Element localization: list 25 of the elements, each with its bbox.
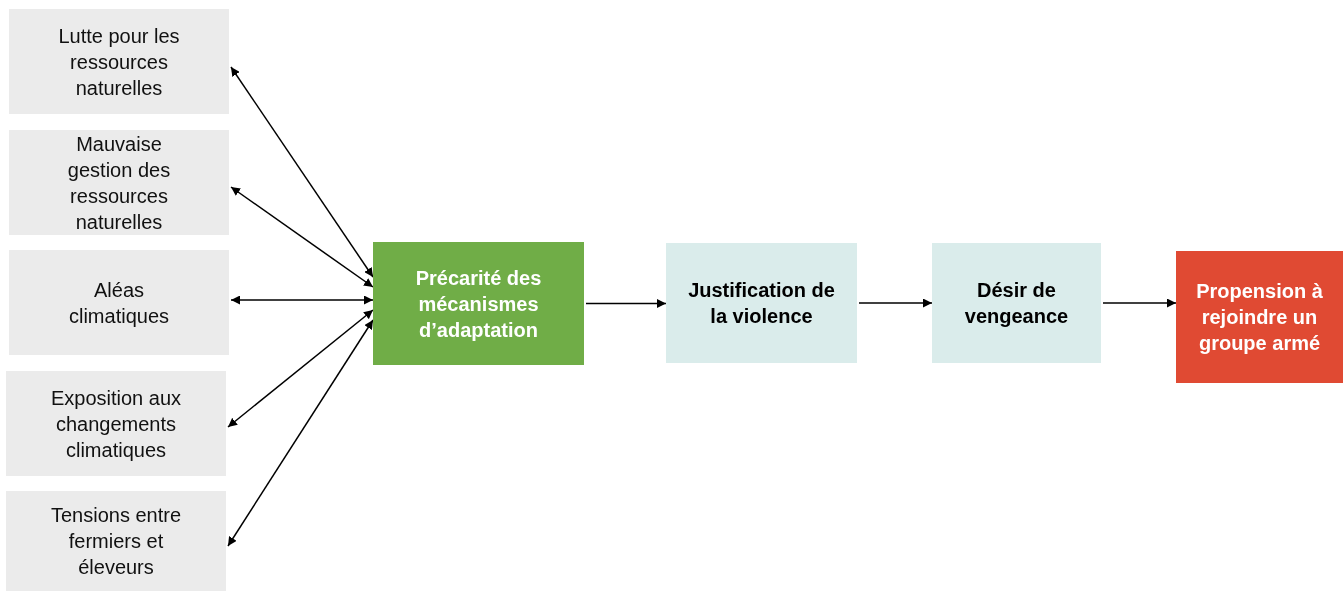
node-label: Propension à rejoindre un groupe armé (1195, 279, 1324, 356)
arrow (858, 298, 933, 308)
node-label: Précarité des mécanismes d’adaptation (414, 265, 543, 343)
arrow (1102, 298, 1177, 308)
arrow (227, 309, 374, 428)
node-label: Désir de vengeance (963, 278, 1070, 329)
factor-box (9, 9, 229, 114)
process-box (373, 242, 584, 365)
factor-box (6, 491, 226, 591)
node-label: Exposition aux changements climatiques (49, 385, 183, 463)
factor-box (9, 130, 229, 235)
node-label: Tensions entre fermiers et éleveurs (49, 503, 183, 580)
node-label: Aléas climatiques (67, 277, 170, 329)
process-box (932, 243, 1101, 363)
node-label: Mauvaise gestion des ressources naturelles (66, 131, 172, 235)
arrow (230, 186, 374, 288)
arrow (227, 319, 374, 547)
arrow (585, 299, 667, 308)
node-label: Justification de la violence (687, 278, 836, 329)
factor-box (6, 371, 226, 476)
arrow (230, 66, 374, 278)
process-box (666, 243, 857, 363)
node-label: Lutte pour les ressources naturelles (57, 23, 181, 101)
outcome-box (1176, 251, 1343, 383)
arrow (230, 295, 374, 305)
